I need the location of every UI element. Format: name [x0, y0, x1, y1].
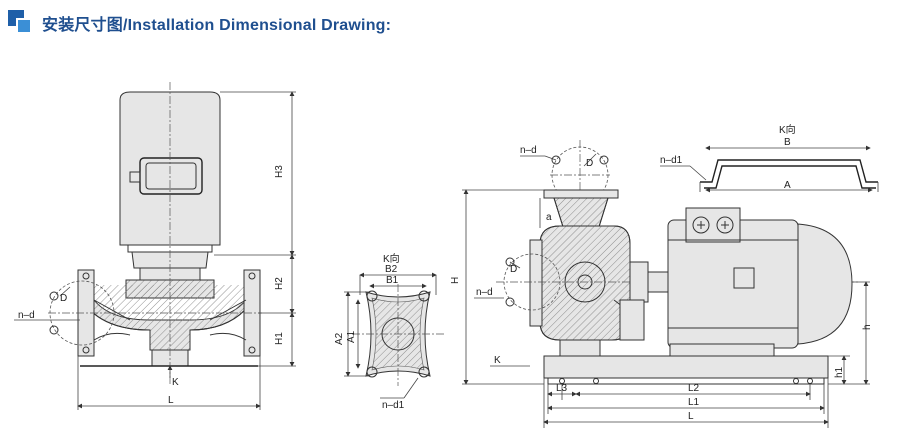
label-L1: L1	[688, 397, 700, 408]
label-a: a	[546, 212, 552, 223]
label-D-top: D	[586, 158, 593, 169]
label-n-d-top: n–d	[520, 145, 537, 156]
section-square-icon	[8, 10, 34, 36]
label-n-d-left: n–d	[476, 287, 493, 298]
terminal-box	[685, 207, 741, 243]
label-H: H	[450, 277, 461, 284]
label-H1: H1	[274, 332, 285, 345]
label-A: A	[784, 180, 791, 191]
label-h: h	[862, 324, 873, 330]
label-K: K	[172, 377, 179, 388]
section-header: 安装尺寸图/Installation Dimensional Drawing:	[8, 8, 391, 38]
label-K-view-2: K向	[779, 123, 796, 136]
label-n-d1: n–d1	[382, 400, 405, 411]
label-D-left: D	[510, 264, 517, 275]
label-n-d: n–d	[18, 310, 35, 321]
label-h1: h1	[834, 366, 845, 378]
label-n-d1-top: n–d1	[660, 155, 683, 166]
label-L-2: L	[688, 411, 694, 422]
label-L2: L2	[688, 383, 700, 394]
label-B1: B1	[386, 275, 399, 286]
label-B: B	[784, 137, 791, 148]
label-L3: L3	[556, 383, 568, 394]
discharge-flange	[543, 189, 619, 199]
label-D: D	[60, 293, 67, 304]
bolt-circle-D	[49, 280, 115, 346]
vertical-pump-view: D n–d H3 H2 H1 K L	[14, 82, 296, 410]
section-title: 安装尺寸图/Installation Dimensional Drawing:	[42, 17, 392, 34]
label-K-view: K向	[383, 252, 400, 265]
label-H3: H3	[274, 165, 285, 178]
base-k-view: K向 B2 B1 A2 A1 n–d1	[334, 252, 444, 411]
label-K-2: K	[494, 355, 501, 366]
label-A1: A1	[346, 330, 357, 343]
label-H2: H2	[274, 277, 285, 290]
label-A2: A2	[334, 332, 345, 345]
suction-flange	[529, 239, 543, 327]
label-L: L	[168, 395, 174, 406]
label-B2: B2	[385, 264, 398, 275]
horizontal-pump-view: K向 B A n–d1 n–d D a D n–d	[450, 123, 879, 428]
base-frame	[543, 355, 829, 379]
